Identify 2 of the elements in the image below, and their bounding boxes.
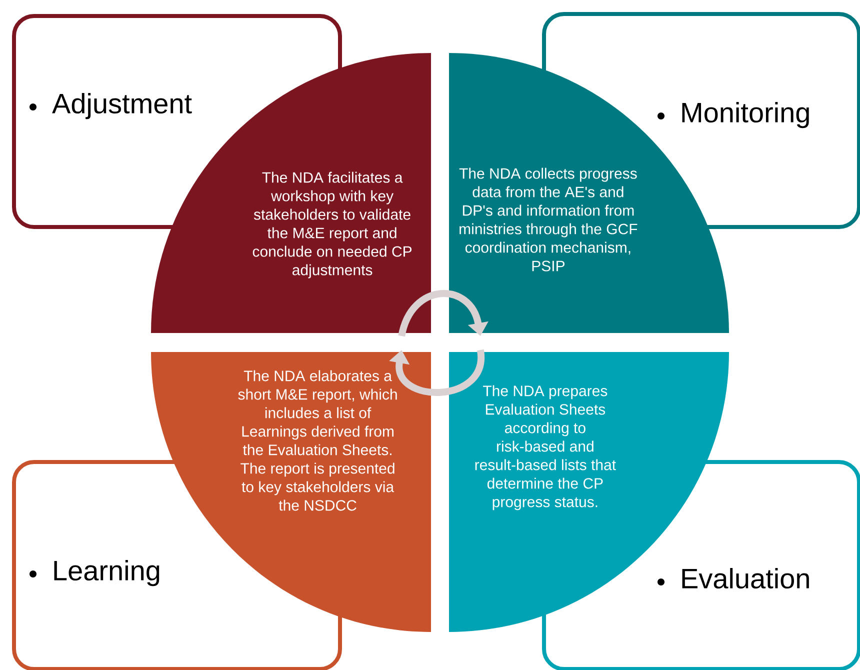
cycle-arrow (389, 350, 484, 396)
cycle-arrow (398, 290, 488, 337)
